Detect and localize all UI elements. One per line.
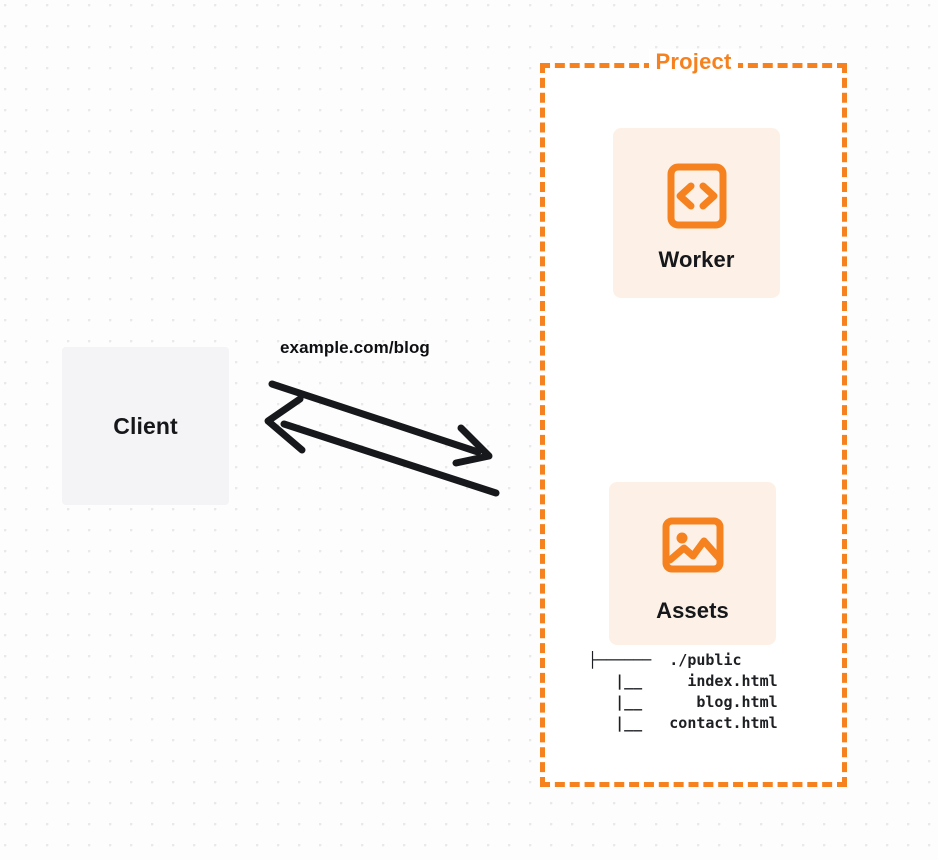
- file-tree-line: |__ contact.html: [588, 714, 778, 732]
- project-title: Project: [648, 49, 739, 74]
- edge-label-url: example.com/blog: [280, 338, 430, 357]
- assets-file-tree: ├────── ./public |__ index.html |__ blog…: [588, 650, 778, 734]
- node-client-label: Client: [113, 412, 178, 439]
- image-icon: [662, 517, 723, 573]
- file-tree-line: |__ index.html: [588, 672, 778, 690]
- project-title-wrap: Project: [540, 49, 847, 75]
- node-assets-label: Assets: [656, 598, 729, 623]
- response-arrow-icon: [264, 395, 500, 497]
- code-brackets-icon: [667, 163, 726, 229]
- node-worker[interactable]: Worker: [613, 128, 780, 298]
- request-arrow-icon: [268, 380, 493, 467]
- node-worker-label: Worker: [658, 247, 735, 272]
- file-tree-line: ├────── ./public: [588, 651, 742, 669]
- node-assets[interactable]: Assets: [609, 482, 776, 645]
- file-tree-line: |__ blog.html: [588, 693, 778, 711]
- node-client[interactable]: Client: [62, 347, 229, 505]
